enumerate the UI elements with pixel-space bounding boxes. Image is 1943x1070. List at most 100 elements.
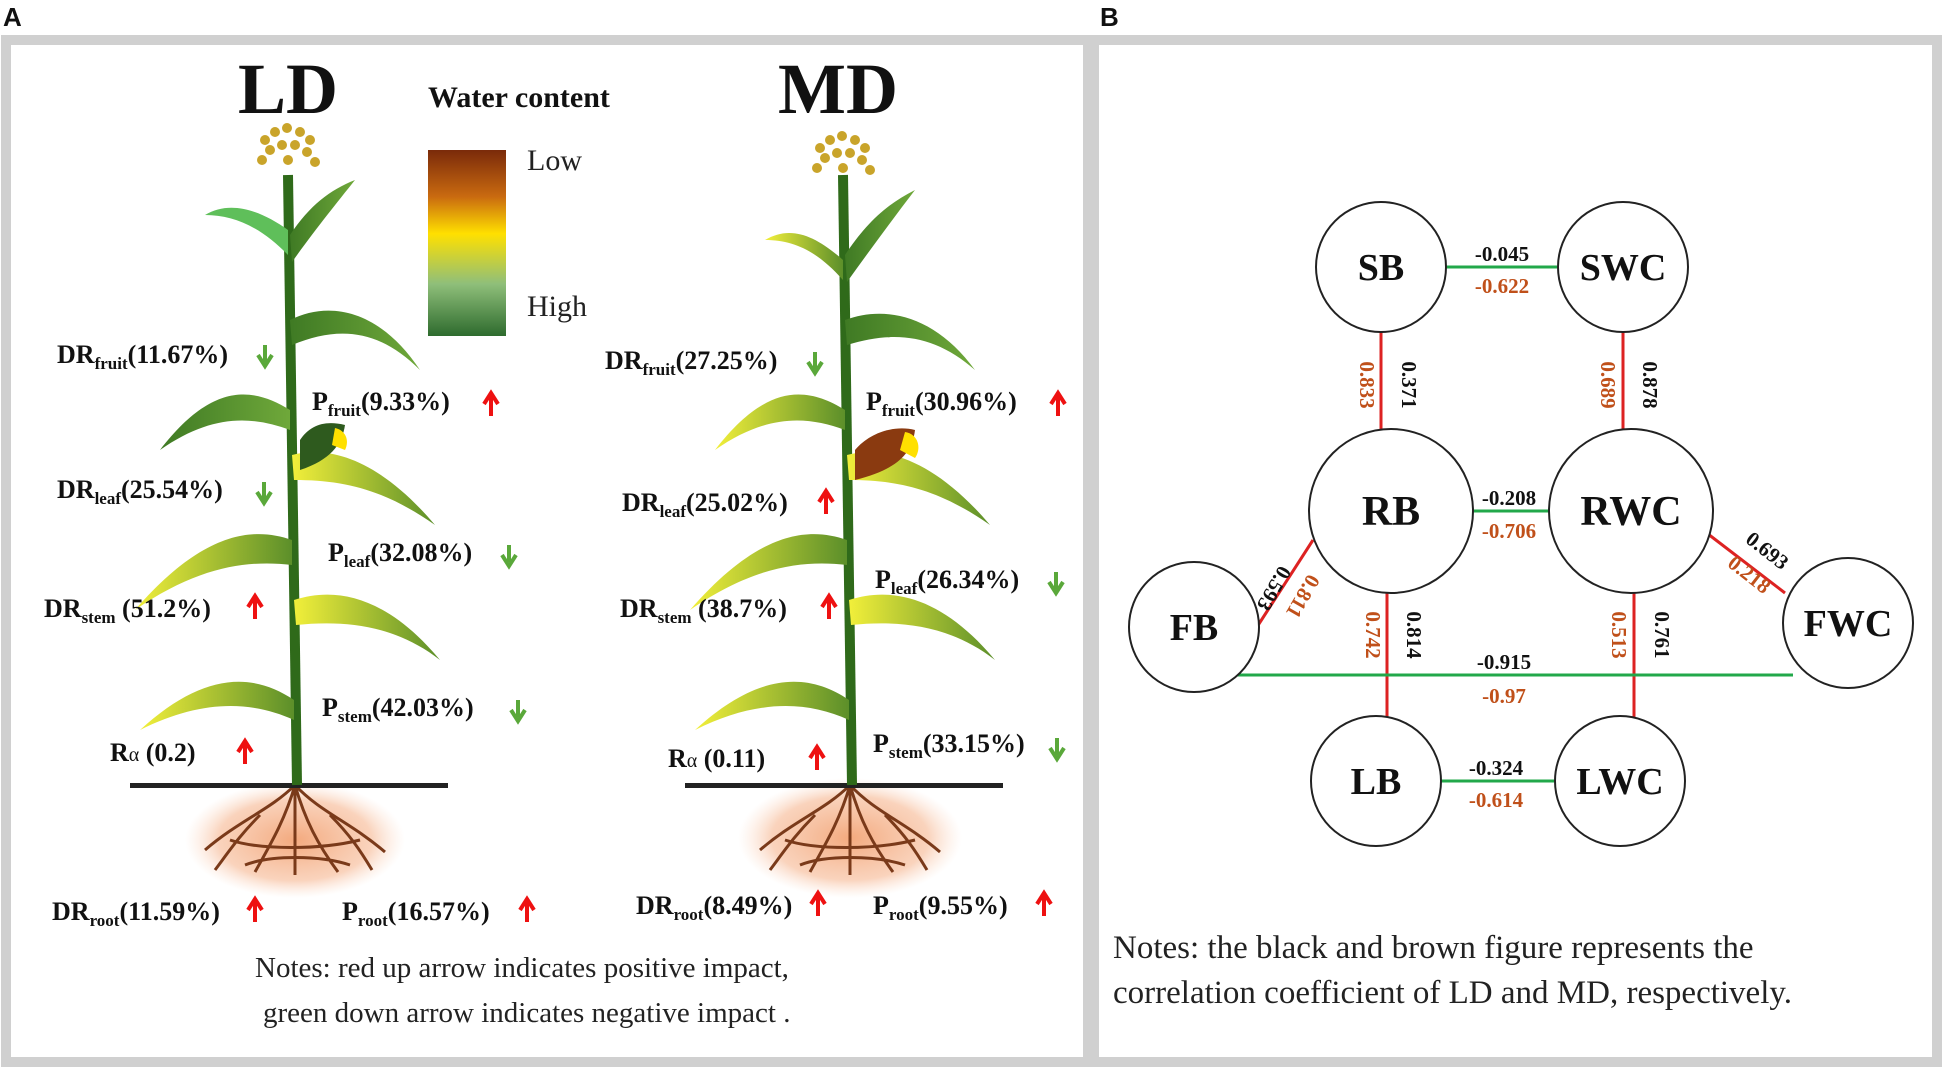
legend-low: Low [527, 144, 582, 177]
ld-dr-fruit: DRfruit(11.67%) [57, 340, 228, 373]
coef-md-sb-swc: -0.622 [1475, 274, 1529, 298]
ld-dr-stem: DRstem (51.2%) [44, 594, 211, 627]
coef-ld-sb-swc: -0.045 [1475, 242, 1529, 266]
coef-ld-swc-rwc: 0.878 [1638, 361, 1662, 408]
panel-a-notes-line1: Notes: red up arrow indicates positive i… [255, 952, 789, 984]
down-arrow-icon [1048, 738, 1066, 763]
up-arrow-icon [246, 592, 264, 619]
edge-rb-fb [1253, 539, 1315, 631]
ld-leaf [160, 394, 290, 450]
coef-md-fb-fwc: -0.97 [1482, 684, 1526, 708]
coef-md-lb-lwc: -0.614 [1469, 788, 1524, 812]
md-r-alpha: Rα (0.11) [668, 744, 765, 773]
water-content-colorbar [428, 150, 506, 336]
panel-b-notes-line1: Notes: the black and brown figure repres… [1113, 930, 1754, 966]
up-arrow-icon [820, 592, 838, 619]
legend-title: Water content [428, 81, 610, 114]
ld-leaf [135, 534, 292, 610]
md-p-stem: Pstem(33.15%) [873, 729, 1025, 762]
md-roots [759, 783, 941, 875]
node-label-rwc: RWC [1580, 489, 1681, 535]
title-ld: LD [238, 49, 338, 129]
ld-fruit-ear-tip [332, 428, 347, 450]
node-fwc [1782, 557, 1914, 689]
correlation-network: SB SWC RB RWC FB FWC LB LWC -0.045 -0.62… [1128, 201, 1914, 847]
ld-leaf [290, 180, 355, 262]
down-arrow-icon [1047, 572, 1065, 597]
ld-tassel [257, 123, 320, 167]
coef-ld-rwc-lwc: 0.761 [1650, 611, 1674, 658]
up-arrow-icon [809, 889, 827, 916]
md-p-leaf: Pleaf(26.34%) [875, 565, 1019, 598]
up-arrow-icon [482, 389, 500, 416]
md-dr-fruit: DRfruit(27.25%) [605, 346, 777, 379]
up-arrow-icon [1035, 889, 1053, 916]
down-arrow-icon [256, 345, 274, 370]
md-stem [838, 174, 857, 786]
node-label-fb: FB [1170, 607, 1219, 649]
coef-ld-lb-lwc: -0.324 [1469, 756, 1524, 780]
md-leaf [845, 313, 975, 370]
md-p-fruit: Pfruit(30.96%) [866, 387, 1017, 420]
md-leaf [715, 394, 845, 450]
coef-md-rb-rwc: -0.706 [1482, 519, 1536, 543]
panel-a-frame [1, 35, 1093, 1067]
down-arrow-icon [255, 482, 273, 507]
panel-b-frame [1089, 35, 1942, 1067]
up-arrow-icon [518, 895, 536, 922]
ld-leaf [140, 681, 294, 730]
md-dr-leaf: DRleaf(25.02%) [622, 488, 788, 521]
md-fruit-ear-tip [900, 432, 919, 458]
coef-md-rb-lb: 0.742 [1361, 611, 1385, 658]
node-swc [1557, 201, 1689, 333]
ld-p-stem: Pstem(42.03%) [322, 693, 474, 726]
coef-md-sb-rb: 0.833 [1355, 361, 1379, 408]
node-label-swc: SWC [1580, 247, 1667, 289]
up-arrow-icon [817, 487, 835, 514]
md-dr-stem: DRstem (38.7%) [620, 594, 787, 627]
coef-md-swc-rwc: 0.689 [1596, 361, 1620, 408]
md-fruit-ear [855, 428, 915, 480]
ld-p-root: Proot(16.57%) [342, 897, 490, 930]
up-arrow-icon [808, 743, 826, 770]
title-md: MD [778, 49, 898, 129]
node-lwc [1554, 715, 1686, 847]
up-arrow-icon [1049, 389, 1067, 416]
panel-b-letter: B [1100, 2, 1119, 32]
legend-high: High [527, 290, 587, 323]
node-label-rb: RB [1362, 489, 1420, 535]
md-leaf [765, 232, 843, 280]
md-plant [685, 131, 1003, 898]
md-leaf [690, 534, 847, 610]
ld-leaf [292, 452, 435, 525]
panel-a-letter: A [3, 2, 22, 32]
ld-soil-line [130, 783, 448, 788]
coef-ld-rb-lb: 0.814 [1402, 611, 1426, 659]
edge-rwc-fwc [1707, 532, 1786, 595]
coef-md-rwc-lwc: 0.513 [1607, 611, 1631, 658]
coef-ld-fb-fwc: -0.915 [1477, 650, 1531, 674]
impact-arrows [236, 345, 1067, 922]
up-arrow-icon [236, 737, 254, 764]
ld-fruit-ear [300, 423, 345, 470]
md-leaf [849, 594, 995, 660]
md-leaf [695, 681, 849, 730]
md-tassel [812, 131, 875, 175]
md-labels: DRfruit(27.25%) Pfruit(30.96%) DRleaf(25… [605, 346, 1025, 924]
down-arrow-icon [509, 700, 527, 725]
ld-dr-leaf: DRleaf(25.54%) [57, 475, 223, 508]
ld-r-alpha: Rα (0.2) [110, 738, 196, 767]
ld-stem [283, 174, 302, 786]
down-arrow-icon [500, 545, 518, 570]
md-p-root: Proot(9.55%) [873, 891, 1008, 924]
node-lb [1310, 715, 1442, 847]
node-sb [1315, 201, 1447, 333]
ld-p-fruit: Pfruit(9.33%) [312, 387, 450, 420]
coef-ld-rb-rwc: -0.208 [1482, 486, 1536, 510]
md-leaf [845, 190, 915, 282]
ld-plant [130, 123, 448, 898]
ld-leaf [290, 310, 420, 370]
md-soil-line [685, 783, 1003, 788]
md-dr-root: DRroot(8.49%) [636, 891, 792, 924]
